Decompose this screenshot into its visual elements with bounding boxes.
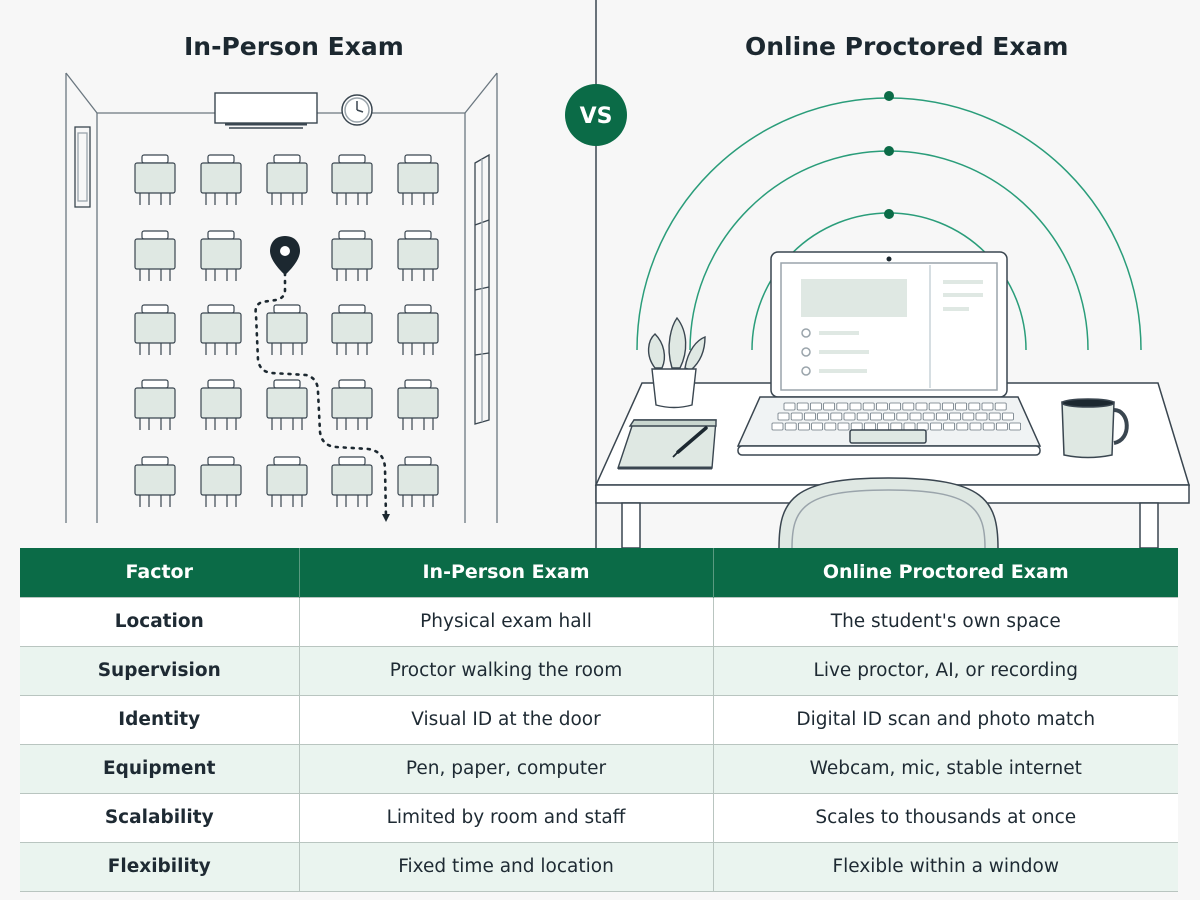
in-person-cell: Limited by room and staff [298,792,713,842]
desk-icon [200,304,242,355]
online-title: Online Proctored Exam [745,32,1069,61]
factor-cell: Identity [20,694,299,744]
desk-icon [200,230,242,281]
table-row: Identity Visual ID at the door Digital I… [20,694,1178,744]
wall-clock-icon [341,94,373,126]
desk-icon [200,379,242,430]
projector-screen-icon [214,92,318,129]
table-header-row: Factor In-Person Exam Online Proctored E… [20,548,1178,597]
online-cell: Webcam, mic, stable internet [712,743,1178,793]
table-row: Equipment Pen, paper, computer Webcam, m… [20,743,1178,793]
illustration-scene: VS [65,0,1191,549]
chair-icon [778,477,999,549]
column-header-online: Online Proctored Exam [712,548,1178,597]
window [474,153,490,425]
in-person-title: In-Person Exam [184,32,404,61]
online-cell: Live proctor, AI, or recording [712,645,1178,695]
desk-icon [397,154,439,205]
laptop-icon [736,251,1042,456]
online-cell: Scales to thousands at once [712,792,1178,842]
desk-icon [200,154,242,205]
desk-icon [331,304,373,355]
column-header-in-person: In-Person Exam [298,548,713,597]
vs-badge: VS [565,84,627,146]
door [74,126,91,208]
classroom-illustration [65,72,498,523]
desk-icon [397,304,439,355]
desk-icon [331,456,373,507]
table-row: Scalability Limited by room and staff Sc… [20,792,1178,842]
desk-icon [397,230,439,281]
signal-dots [884,91,894,219]
table-row: Location Physical exam hall The student'… [20,596,1178,646]
desk-icon [134,230,176,281]
column-header-factor: Factor [20,548,299,597]
factor-cell: Supervision [20,645,299,695]
desk-icon [266,154,308,205]
factor-cell: Scalability [20,792,299,842]
factor-cell: Equipment [20,743,299,793]
table-row: Supervision Proctor walking the room Liv… [20,645,1178,695]
in-person-cell: Physical exam hall [298,596,713,646]
vs-label: VS [580,104,613,129]
desk-icon [200,456,242,507]
potted-plant-icon [647,316,706,409]
desk-icon [266,456,308,507]
desk-icon [134,154,176,205]
in-person-cell: Pen, paper, computer [298,743,713,793]
student-path [254,271,388,520]
desk-icon [331,379,373,430]
table-row: Flexibility Fixed time and location Flex… [20,841,1178,891]
desk-icon [134,456,176,507]
desk-icon [331,230,373,281]
coffee-mug-icon [1061,398,1129,459]
desk-icon [266,379,308,430]
desk-icon [331,154,373,205]
in-person-cell: Fixed time and location [298,841,713,891]
factor-cell: Location [20,596,299,646]
desk-grid [134,154,439,507]
desk-icon [134,304,176,355]
notebook-pen-icon [617,419,717,470]
desk-icon [397,456,439,507]
online-cell: Flexible within a window [712,841,1178,891]
comparison-table: Factor In-Person Exam Online Proctored E… [20,548,1178,892]
online-cell: The student's own space [712,596,1178,646]
online-cell: Digital ID scan and photo match [712,694,1178,744]
desk-icon [397,379,439,430]
in-person-cell: Visual ID at the door [298,694,713,744]
desk-icon [266,304,308,355]
in-person-cell: Proctor walking the room [298,645,713,695]
desk-icon [134,379,176,430]
keyboard [771,402,1021,431]
location-pin-icon [270,236,300,275]
factor-cell: Flexibility [20,841,299,891]
